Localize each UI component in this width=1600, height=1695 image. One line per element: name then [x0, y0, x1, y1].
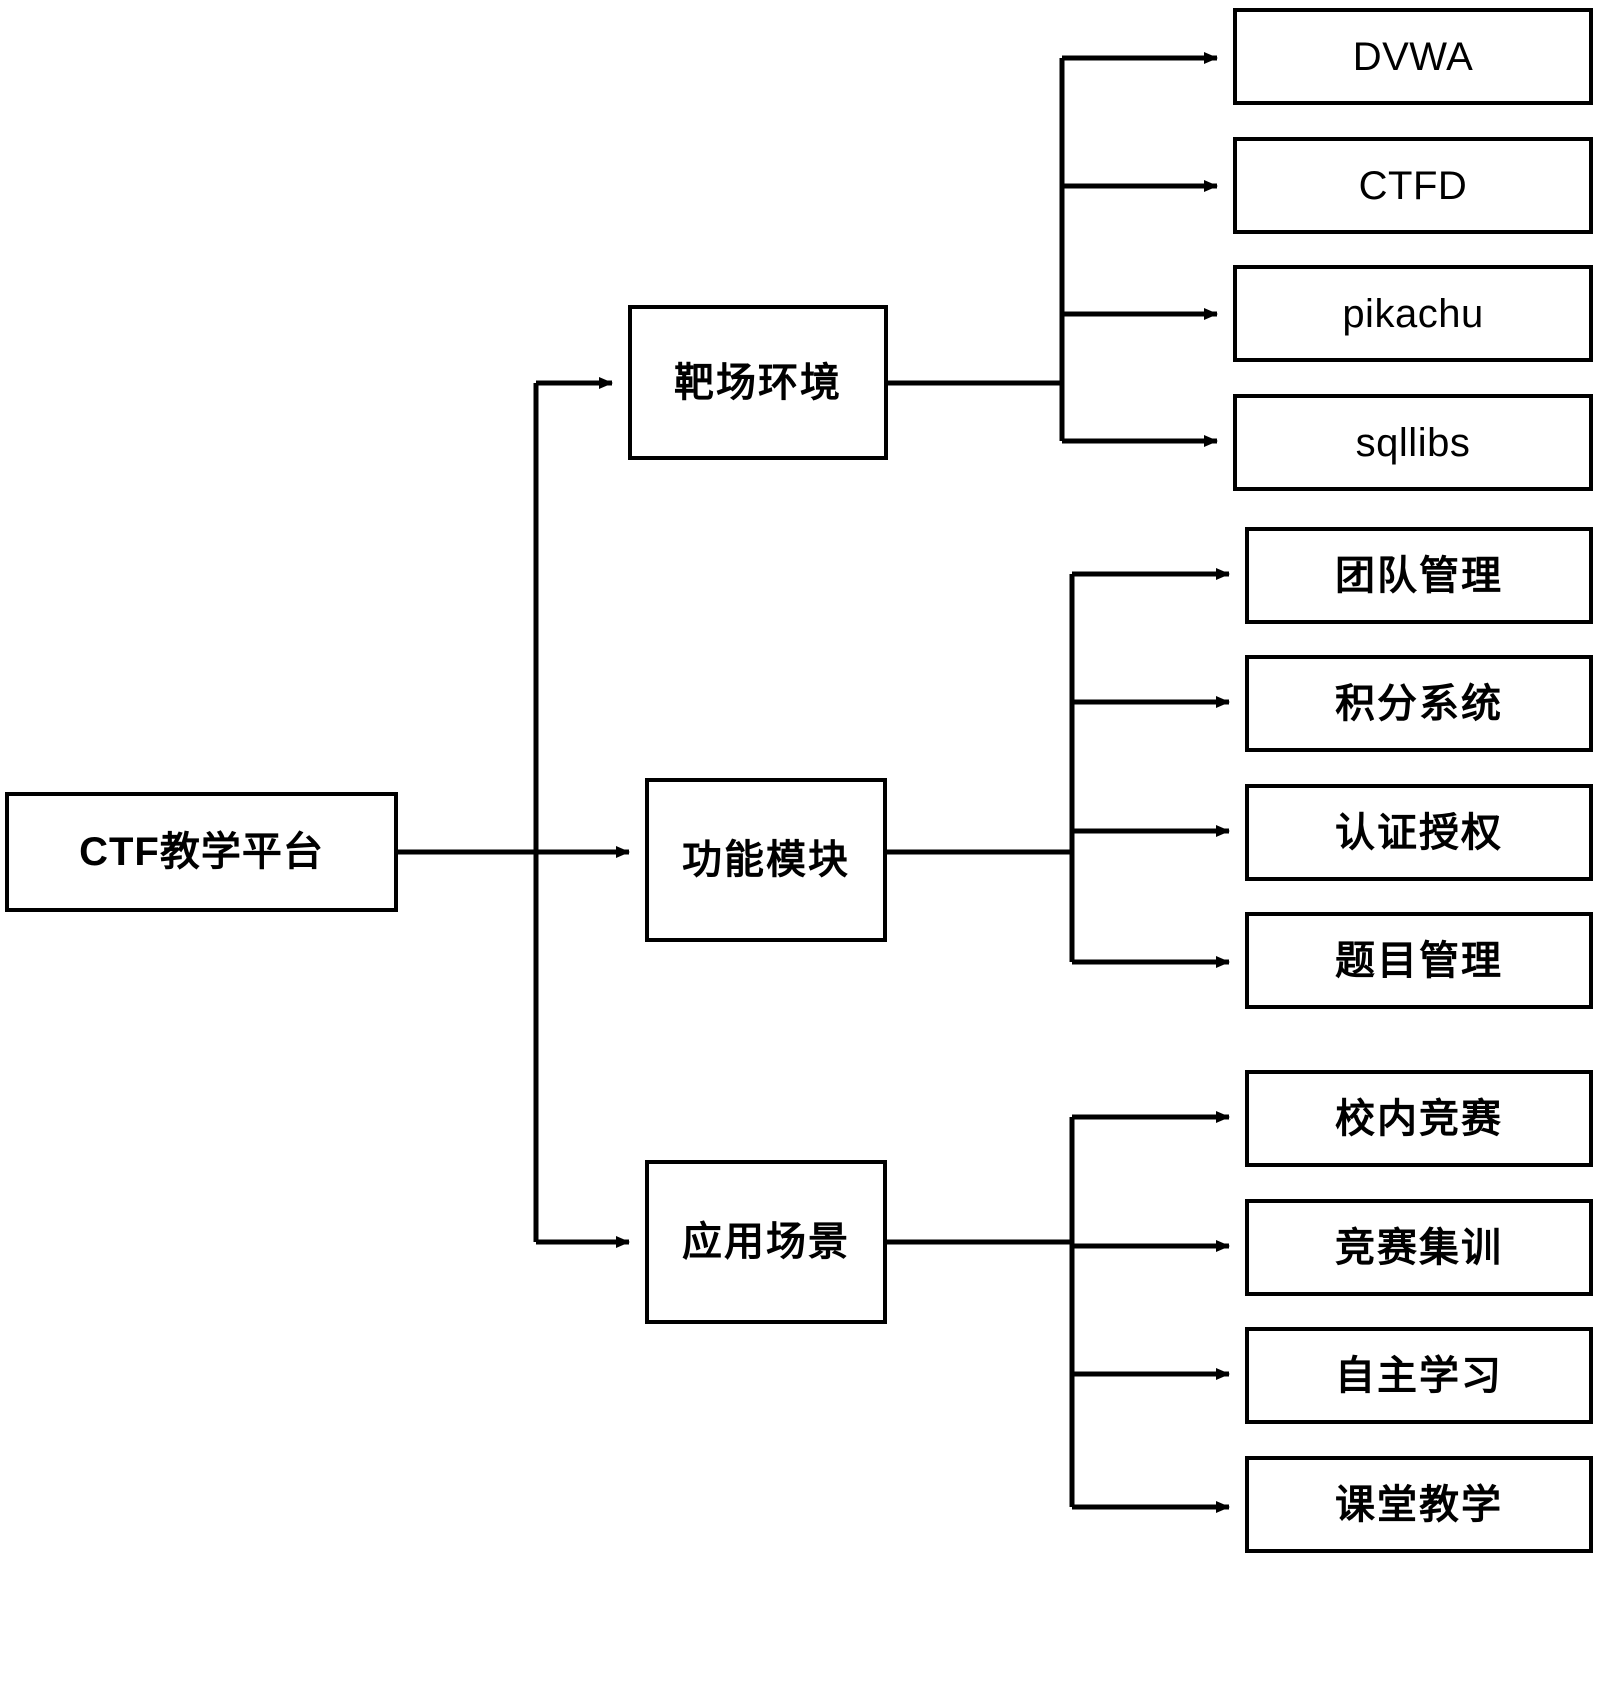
node-leaf-problem-management[interactable]: 题目管理 [1245, 912, 1593, 1009]
node-leaf-team-management-label: 团队管理 [1335, 553, 1503, 598]
node-leaf-ctfd[interactable]: CTFD [1233, 137, 1593, 234]
node-leaf-classroom-teaching[interactable]: 课堂教学 [1245, 1456, 1593, 1553]
node-branch-target-environment-label: 靶场环境 [674, 360, 842, 405]
node-leaf-team-management[interactable]: 团队管理 [1245, 527, 1593, 624]
node-leaf-sqllibs-label: sqllibs [1355, 420, 1471, 465]
node-leaf-auth-authorization-label: 认证授权 [1335, 810, 1503, 855]
node-leaf-campus-competition-label: 校内竞赛 [1335, 1096, 1503, 1141]
node-leaf-self-study[interactable]: 自主学习 [1245, 1327, 1593, 1424]
node-root-label: CTF教学平台 [79, 830, 324, 874]
node-branch-function-modules-label: 功能模块 [682, 838, 850, 882]
node-leaf-ctfd-label: CTFD [1358, 163, 1468, 208]
node-leaf-dvwa-label: DVWA [1352, 34, 1474, 79]
node-branch-application-scenarios-label: 应用场景 [682, 1220, 850, 1264]
node-leaf-pikachu[interactable]: pikachu [1233, 265, 1593, 362]
node-leaf-competition-training-label: 竞赛集训 [1335, 1225, 1503, 1270]
node-leaf-auth-authorization[interactable]: 认证授权 [1245, 784, 1593, 881]
node-leaf-scoring-system[interactable]: 积分系统 [1245, 655, 1593, 752]
node-leaf-campus-competition[interactable]: 校内竞赛 [1245, 1070, 1593, 1167]
node-leaf-problem-management-label: 题目管理 [1335, 938, 1503, 983]
node-leaf-dvwa[interactable]: DVWA [1233, 8, 1593, 105]
node-root[interactable]: CTF教学平台 [5, 792, 398, 912]
node-leaf-classroom-teaching-label: 课堂教学 [1335, 1482, 1503, 1527]
node-leaf-scoring-system-label: 积分系统 [1335, 681, 1503, 726]
node-leaf-pikachu-label: pikachu [1342, 291, 1484, 336]
node-leaf-sqllibs[interactable]: sqllibs [1233, 394, 1593, 491]
node-branch-target-environment[interactable]: 靶场环境 [628, 305, 888, 460]
node-branch-application-scenarios[interactable]: 应用场景 [645, 1160, 887, 1324]
node-branch-function-modules[interactable]: 功能模块 [645, 778, 887, 942]
node-leaf-competition-training[interactable]: 竞赛集训 [1245, 1199, 1593, 1296]
node-leaf-self-study-label: 自主学习 [1335, 1353, 1503, 1398]
